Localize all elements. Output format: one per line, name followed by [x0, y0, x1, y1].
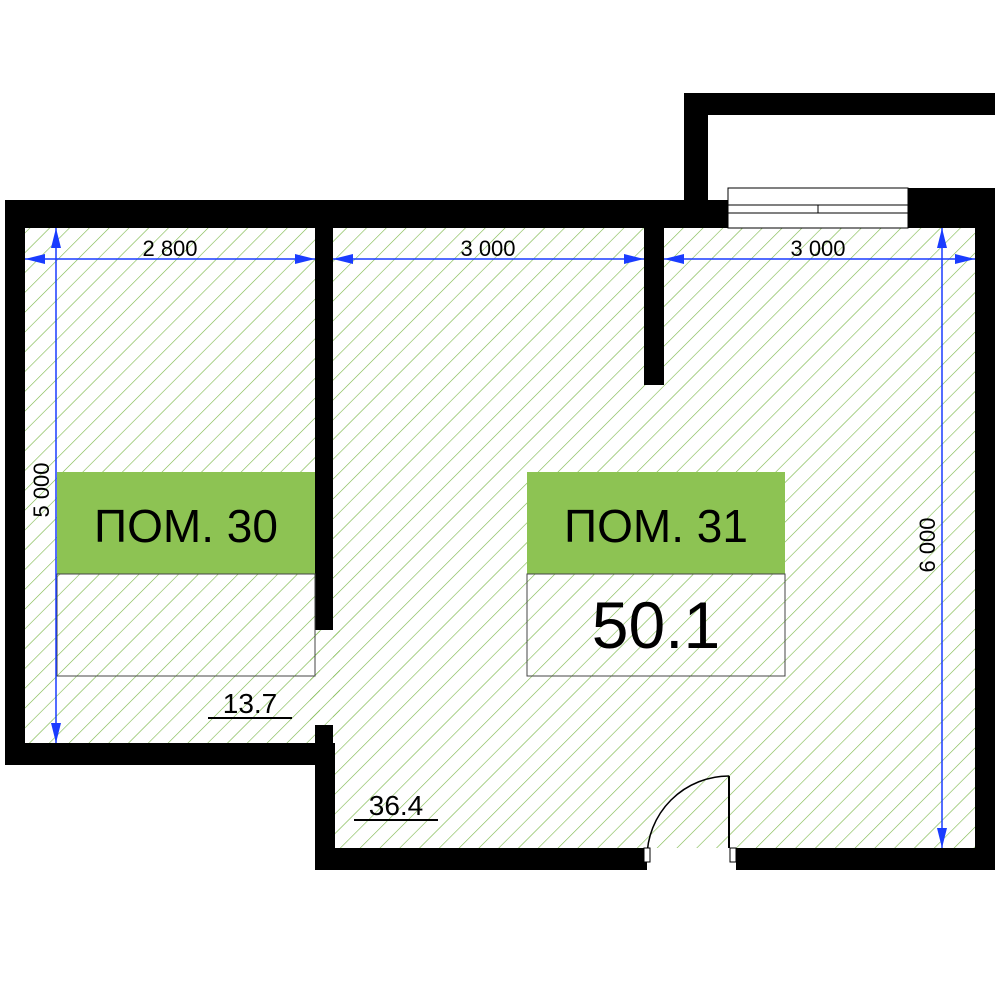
room-31-area: 50.1: [592, 588, 720, 662]
dimension-right-vertical-label: 6 000: [915, 517, 940, 572]
dimension-top-middle-label: 3 000: [460, 236, 515, 261]
door: [643, 775, 737, 870]
sub-area-1: 13.7: [208, 688, 292, 719]
wall-bottom-left: [5, 743, 335, 765]
room-30-label: ПОМ. 30: [94, 500, 278, 552]
walls: [5, 93, 995, 870]
wall-top-main: [315, 200, 728, 228]
wall-niche-left: [684, 93, 708, 228]
wall-top-left: [5, 200, 335, 228]
dimension-top-right-label: 3 000: [790, 236, 845, 261]
wall-partition-upper: [315, 228, 333, 630]
dimension-top-left-label: 2 800: [142, 236, 197, 261]
sub-area-1-value: 13.7: [223, 688, 278, 719]
window: [727, 187, 909, 229]
wall-right: [975, 188, 995, 870]
room-31-label: ПОМ. 31: [564, 500, 748, 552]
wall-left: [5, 200, 25, 765]
wall-niche-top: [684, 93, 995, 115]
room-30-label-box: ПОМ. 30: [56, 472, 316, 677]
wall-bottom-main-left: [315, 848, 647, 870]
dimension-top-right: [664, 254, 975, 264]
dimension-top-middle: [333, 254, 644, 264]
dimension-left-vertical: [51, 228, 61, 743]
dimension-top-left: [25, 254, 315, 264]
sub-area-2: 36.4: [354, 790, 438, 821]
wall-bottom-main-right: [736, 848, 995, 870]
wall-stub: [644, 228, 664, 385]
dimension-right-vertical: [937, 228, 947, 848]
room-31-label-box: ПОМ. 31 50.1: [526, 472, 786, 677]
wall-main-left-lower: [315, 743, 335, 870]
dimension-left-vertical-label: 5 000: [29, 462, 54, 517]
sub-area-2-value: 36.4: [369, 790, 424, 821]
